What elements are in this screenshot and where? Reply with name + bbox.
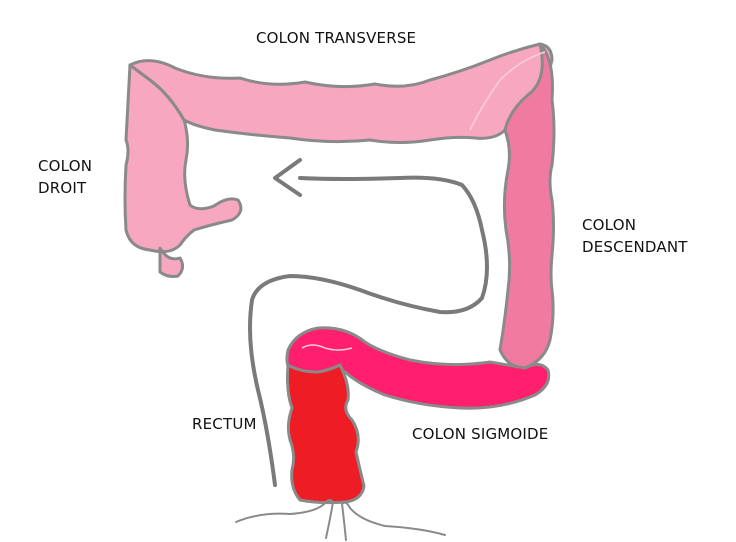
inner-highlight-line <box>469 51 546 131</box>
rectum-segment <box>286 363 366 505</box>
label-colon-descendant-line1: COLON <box>582 216 637 234</box>
anal-outline <box>340 501 446 541</box>
anal-outline <box>235 499 335 539</box>
peritoneum-line <box>248 175 489 487</box>
label-rectum: RECTUM <box>192 415 257 433</box>
label-colon-droit-line2: DROIT <box>38 179 87 197</box>
label-colon-sigmoide: COLON SIGMOIDE <box>412 425 549 443</box>
label-colon-droit-line1: COLON <box>38 157 93 175</box>
transverse-colon-segment <box>128 42 554 144</box>
label-colon-droit: COLON DROIT <box>38 155 92 199</box>
right-colon-segment <box>123 63 243 254</box>
label-colon-descendant: COLON DESCENDANT <box>582 214 688 258</box>
right-colon-appendix <box>158 246 185 278</box>
inner-highlight-line <box>301 344 353 351</box>
arrow-head-icon <box>273 158 302 197</box>
label-colon-transverse: COLON TRANSVERSE <box>256 29 417 47</box>
label-colon-descendant-line2: DESCENDANT <box>582 238 688 256</box>
